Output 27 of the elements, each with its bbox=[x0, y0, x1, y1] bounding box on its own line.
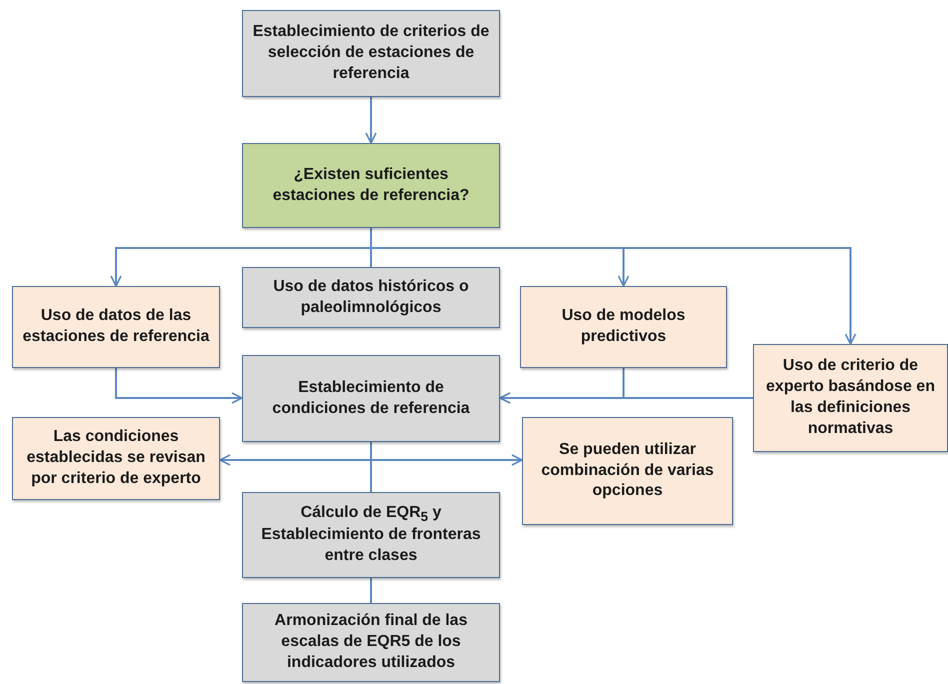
process-box bbox=[12, 286, 220, 368]
box-text: Cálculo de EQR$_{5}$ y Establecimiento de fronteras entre clases bbox=[260, 502, 482, 566]
process-box bbox=[12, 417, 220, 500]
process-box bbox=[242, 603, 500, 682]
connector-line bbox=[370, 578, 372, 603]
process-box bbox=[753, 344, 948, 452]
arrow bbox=[115, 368, 243, 404]
box-text: Se pueden utilizar combinación de varias opciones bbox=[540, 440, 715, 502]
box-text: Establecimiento de criterios de selección de estaciones de referencia bbox=[252, 22, 490, 84]
arrow bbox=[499, 392, 753, 404]
process-box bbox=[242, 267, 500, 328]
process-box bbox=[522, 417, 733, 525]
box-text: Establecimiento de condiciones de referencia bbox=[271, 378, 471, 418]
box-text: ¿Existen suficientes estaciones de referencia? bbox=[272, 164, 470, 206]
box-text: Las condiciones establecidas se revisan por criterio de experto bbox=[26, 427, 206, 489]
process-box bbox=[242, 355, 500, 442]
box-text: Uso de criterio de experto basándose en las definiciones normativas bbox=[765, 356, 936, 439]
box-text: Armonización final de las escalas de EQR5 de los indicadores utilizados bbox=[274, 611, 468, 673]
box-text: Uso de modelos predictivos bbox=[560, 306, 686, 347]
arrow bbox=[365, 97, 377, 144]
connector-line bbox=[370, 442, 372, 492]
box-text: Uso de datos históricos o paleolimnológicos bbox=[272, 276, 470, 318]
decision-box bbox=[242, 143, 500, 228]
process-box bbox=[520, 286, 727, 368]
process-box bbox=[242, 492, 500, 578]
box-text: Uso de datos de las estaciones de referencia bbox=[22, 306, 210, 347]
process-box bbox=[242, 10, 500, 97]
